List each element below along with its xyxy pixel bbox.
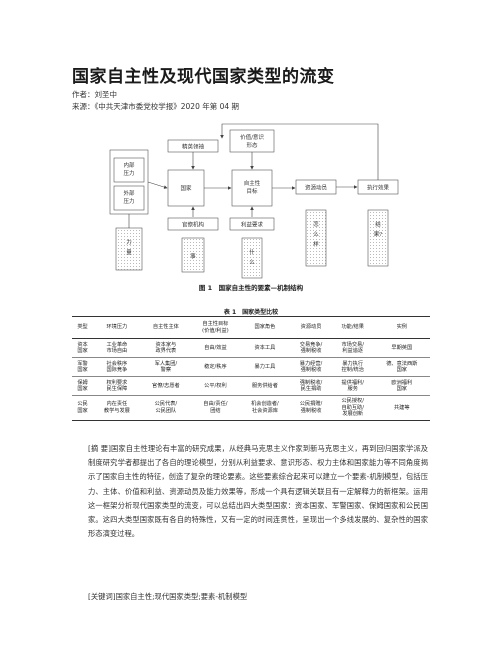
how-box <box>305 209 327 267</box>
state-types-table: 类型 环境压力 自主性主体 自主性目标(价值/利益) 国家角色 资源动员 功能/… <box>72 316 430 421</box>
external-box <box>113 185 145 211</box>
table-cell: 权利要求民生保障 <box>93 376 141 396</box>
header-cell: 功能/结果 <box>331 316 374 339</box>
table-cell: 官僚/志愿者 <box>140 376 192 396</box>
what-label: 什么 <box>249 248 255 266</box>
table-row: 资本国家工业革命市场自由资本家与政界代表自由/效益资本工具交易竞争/强制税收市场… <box>72 338 430 358</box>
table-cell: 社会秩序国际竞争 <box>93 357 141 377</box>
table-cell: 稳定/秩序 <box>191 357 240 377</box>
table-cell: 军警国家 <box>72 357 94 377</box>
event-box <box>181 237 205 273</box>
header-cell: 实例 <box>373 316 430 339</box>
table-cell: 暴力执行控制/统治 <box>331 357 374 377</box>
table-header-row: 类型 环境压力 自主性主体 自主性目标(价值/利益) 国家角色 资源动员 功能/… <box>72 316 430 339</box>
abstract-paragraph: [摘 要]国家自主性理论有丰富的研究成果，从经典马克思主义作家到新马克思主义，再… <box>88 444 428 539</box>
table-body: 资本国家工业革命市场自由资本家与政界代表自由/效益资本工具交易竞争/强制税收市场… <box>72 338 430 421</box>
how-label: 怎么样 <box>313 220 319 248</box>
force-label: 力量 <box>126 238 132 256</box>
elite-label: 精英领袖 <box>182 143 205 151</box>
table-caption: 表 1 国家类型比较 <box>223 309 279 316</box>
event-label: 事 <box>190 252 196 260</box>
table-cell: 资本家与政界代表 <box>140 338 192 358</box>
table-cell: 德、意法西斯国家 <box>373 357 430 377</box>
bureaucracy-box <box>167 217 219 231</box>
value-label: 价值/意识形态 <box>240 133 264 149</box>
table-cell: 公平/权利 <box>191 376 240 396</box>
header-cell: 自主性主体 <box>140 316 192 339</box>
table-cell: 公民国家 <box>72 395 94 421</box>
bureaucracy-label: 官僚机构 <box>182 221 205 229</box>
state-label: 国家 <box>180 184 192 192</box>
header-cell: 环境压力 <box>93 316 141 339</box>
goal-box <box>231 169 273 207</box>
table-cell: 自由/责任/团结 <box>191 395 240 421</box>
table-cell: 欧洲福利国家 <box>373 376 430 396</box>
external-label: 外部压力 <box>123 189 135 205</box>
what-box <box>241 237 263 279</box>
figure-caption: 图 1 国家自主性的要素—机制结构 <box>198 284 304 292</box>
table-row: 保姆国家权利要求民生保障官僚/志愿者公平/权利服务供给者强制税收/民生捐助提供福… <box>72 376 430 396</box>
table-cell: 交易竞争/强制税收 <box>290 338 332 358</box>
table-cell: 公民代表/公民团队 <box>140 395 192 421</box>
header-cell: 类型 <box>72 316 94 339</box>
table-cell: 暴力经营/强制税收 <box>290 357 332 377</box>
domestic-l1: 内部 <box>123 161 135 169</box>
force-box <box>115 227 143 271</box>
figure-diagram: 内部压力 外部压力 力量 精英领袖 国家 官僚机构 事 价值/意识形态 <box>72 118 432 290</box>
state-box <box>167 169 205 207</box>
table-cell: 提供福利/服务 <box>331 376 374 396</box>
article-title: 国家自主性及现代国家类型的流变 <box>72 67 335 87</box>
result-label: 执行效果 <box>367 184 390 192</box>
goal-label: 自主性目标 <box>244 179 261 195</box>
table-row: 军警国家社会秩序国际竞争军人集团/警察稳定/秩序暴力工具暴力经营/强制税收暴力执… <box>72 357 430 377</box>
keywords-line: [关键词]国家自主性;现代国家类型;要素-机制模型 <box>88 592 248 601</box>
table-cell: 机会创造者/社会资源库 <box>239 395 291 421</box>
table-cell: 自由/效益 <box>191 338 240 358</box>
outcome-label: 结果? <box>374 220 383 238</box>
header-cell: 国家角色 <box>239 316 291 339</box>
header-cell: 自主性目标(价值/利益) <box>191 316 240 339</box>
header-cell: 资源动员 <box>290 316 332 339</box>
interest-label: 利益要求 <box>241 221 264 229</box>
domestic-box <box>113 157 145 183</box>
table-cell: 工业革命市场自由 <box>93 338 141 358</box>
table-cell: 早期英国 <box>373 338 430 358</box>
domestic-label: 内部压力 <box>123 161 135 177</box>
resource-label: 资源动员 <box>305 184 328 192</box>
table-cell: 资本工具 <box>239 338 291 358</box>
table-cell: 强制税收/民生捐助 <box>290 376 332 396</box>
domestic-l2: 压力 <box>123 169 134 177</box>
figure-svg: 内部压力 外部压力 力量 精英领袖 国家 官僚机构 事 价值/意识形态 <box>109 123 399 279</box>
table-cell: 内在责任教学与发展 <box>93 395 141 421</box>
table-cell: 资本国家 <box>72 338 94 358</box>
author-line: 作者：刘圣中 <box>72 90 117 99</box>
table-cell: 保姆国家 <box>72 376 94 396</box>
table-cell: 市场交易/利益追逐 <box>331 338 374 358</box>
table-row: 公民国家内在责任教学与发展公民代表/公民团队自由/责任/团结机会创造者/社会资源… <box>72 395 430 421</box>
table-cell: 暴力工具 <box>239 357 291 377</box>
table-cell: 公民授权/自助互助/发展创新 <box>331 395 374 421</box>
table-cell: 军人集团/警察 <box>140 357 192 377</box>
interest-box <box>229 217 275 231</box>
table-cell: 共建等 <box>373 395 430 421</box>
table-cell: 公民捐赠/强制税收 <box>290 395 332 421</box>
table-cell: 服务供给者 <box>239 376 291 396</box>
outcome-box <box>367 209 389 267</box>
source-line: 来源：《中共天津市委党校学报》2020 年第 04 期 <box>72 102 240 111</box>
